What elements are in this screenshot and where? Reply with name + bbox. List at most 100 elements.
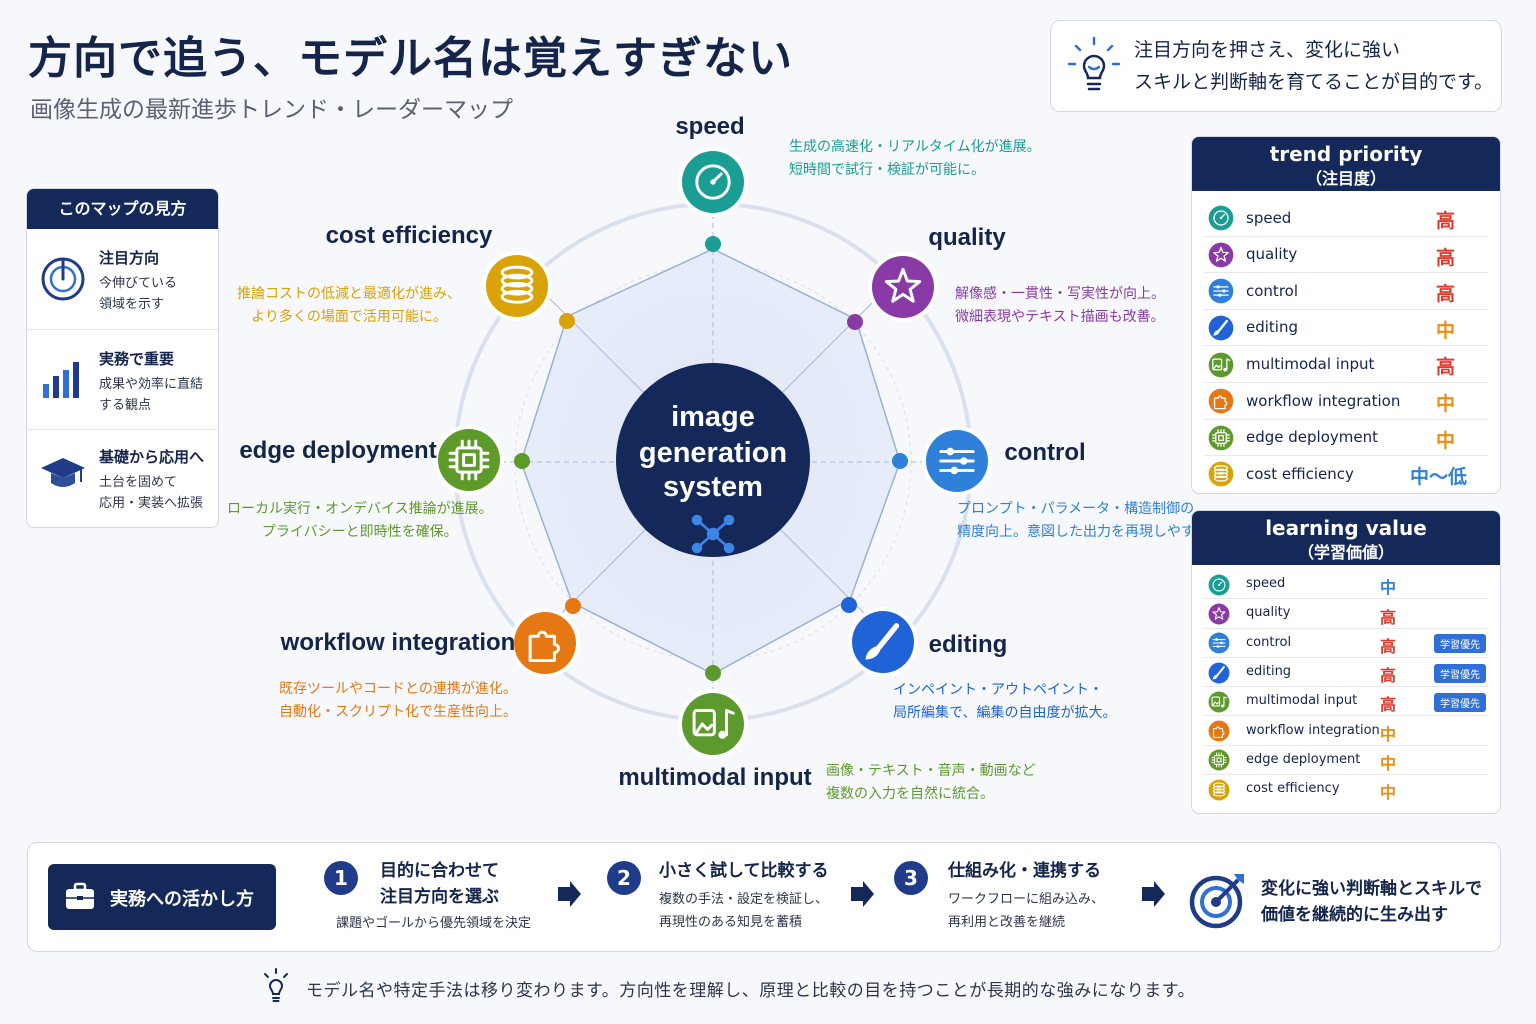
- final-statement: 変化に強い判断軸とスキルで 価値を継続的に生み出す: [1261, 876, 1482, 928]
- priority-name: control: [1246, 281, 1298, 300]
- priority-name: workflow integration: [1246, 722, 1380, 738]
- coins-icon: [482, 251, 552, 321]
- axis-label-quality: quality: [928, 224, 1006, 251]
- puzzle-icon: [1208, 388, 1234, 414]
- priority-value: 中〜低: [1410, 466, 1468, 489]
- arrow-right-icon: [558, 881, 581, 907]
- priority-name: cost efficiency: [1246, 464, 1354, 483]
- puzzle-icon: [510, 608, 580, 678]
- sliders-icon: [1208, 279, 1234, 304]
- radar-point-speed: [705, 236, 721, 252]
- legend-item-desc: する観点: [99, 398, 152, 413]
- trend-priority-subtitle: （注目度）: [1305, 169, 1386, 188]
- legend-item-title: 注目方向: [99, 249, 160, 267]
- legend-item-desc: 土台を固めて: [99, 475, 178, 490]
- axis-desc-line: 局所編集で、編集の自由度が拡大。: [893, 705, 1117, 721]
- star-icon: [1208, 242, 1234, 268]
- legend-item-desc: 領域を示す: [99, 297, 165, 312]
- axis-desc-line: 複数の入力を自然に統合。: [826, 786, 994, 802]
- axis-desc-line: 解像感・一貫性・写実性が向上。: [955, 286, 1165, 302]
- compass-icon: [41, 257, 85, 301]
- radar-point-workflow: [565, 598, 581, 614]
- chip-icon: [434, 425, 504, 495]
- axis-desc-line: 微細表現やテキスト描画も改善。: [955, 309, 1165, 325]
- graduation-cap-icon: [41, 458, 85, 487]
- axis-label-speed: speed: [675, 113, 744, 140]
- legend-item-desc: 応用・実装へ拡張: [99, 496, 204, 511]
- final-line-2: 価値を継続的に生み出す: [1261, 905, 1448, 925]
- tip-text: 注目方向を押さえ、変化に強い スキルと判断軸を育てることが目的です。: [1134, 34, 1493, 98]
- star-icon: [1208, 603, 1230, 625]
- page-title: 方向で追う、モデル名は覚えすぎない: [28, 33, 793, 84]
- sliders-icon: [1208, 632, 1230, 654]
- axis-desc-line: 精度向上。意図した出力を再現しやすく。: [957, 524, 1223, 540]
- axis-desc-editing: インペイント・アウトペイント・局所編集で、編集の自由度が拡大。: [893, 679, 1116, 725]
- radar-point-multimodal: [705, 665, 721, 681]
- legend-item-desc: 今伸びている: [99, 276, 178, 291]
- legend-item-practical: 実務で重要 成果や効率に直結 する観点: [27, 329, 218, 429]
- step-desc: ワークフローに組み込み、: [948, 892, 1105, 907]
- priority-name: quality: [1246, 245, 1298, 264]
- axis-desc-quality: 解像感・一貫性・写実性が向上。微細表現やテキスト描画も改善。: [955, 283, 1165, 329]
- priority-row: cost efficiency 中〜低: [1204, 456, 1488, 493]
- center-hub: [616, 363, 810, 557]
- priority-name: edge deployment: [1246, 428, 1378, 447]
- image-music-icon: [1208, 691, 1230, 713]
- practice-button-label: 実務への活かし方: [110, 889, 254, 910]
- center-line-3: system: [663, 471, 763, 503]
- priority-value: 中: [1380, 578, 1397, 598]
- page-subtitle: 画像生成の最新進歩トレンド・レーダーマップ: [30, 97, 513, 123]
- practice-button[interactable]: 実務への活かし方: [48, 864, 276, 930]
- step-number: 3: [894, 861, 928, 895]
- axis-label-cost: cost efficiency: [326, 222, 493, 249]
- radar-point-control: [892, 453, 908, 469]
- step-number: 2: [607, 861, 641, 895]
- axis-desc-edge: ローカル実行・オンデバイス推論が進展。プライバシーと即時性を確保。: [227, 498, 493, 544]
- priority-name: quality: [1246, 605, 1291, 621]
- coins-icon: [1208, 779, 1230, 801]
- speedometer-icon: [1208, 574, 1230, 596]
- priority-row: quality 高: [1204, 237, 1488, 274]
- star-icon: [868, 252, 938, 322]
- axis-desc-line: ローカル実行・オンデバイス推論が進展。: [227, 501, 493, 517]
- axis-desc-multimodal: 画像・テキスト・音声・動画など複数の入力を自然に統合。: [826, 760, 1036, 806]
- axis-label-edge: edge deployment: [239, 437, 436, 464]
- learning-value-subtitle: （学習価値）: [1297, 543, 1394, 562]
- learning-priority-badge: 学習優先: [1434, 692, 1486, 712]
- speedometer-icon: [1208, 205, 1234, 231]
- priority-name: workflow integration: [1246, 391, 1401, 410]
- priority-name: multimodal input: [1246, 354, 1375, 373]
- radar-point-editing: [841, 597, 857, 613]
- axis-label-editing: editing: [929, 631, 1008, 658]
- axis-desc-control: プロンプト・パラメータ・構造制御の精度向上。意図した出力を再現しやすく。: [957, 498, 1223, 544]
- tip-box: [1050, 20, 1502, 112]
- axis-label-workflow: workflow integration: [280, 629, 516, 656]
- radar-point-edge: [514, 453, 530, 469]
- legend-panel: このマップの見方 注目方向 今伸びている 領域を示す 実務で重要 成果や効率に直…: [26, 188, 219, 528]
- image-music-icon: [1208, 352, 1234, 378]
- priority-name: edge deployment: [1246, 751, 1361, 767]
- target-icon: [1189, 874, 1244, 929]
- trend-priority-heading: trend priority （注目度）: [1192, 137, 1500, 191]
- step-title: 仕組み化・連携する: [948, 861, 1101, 881]
- legend-item-focus: 注目方向 今伸びている 領域を示す: [27, 229, 218, 329]
- priority-value: 高: [1436, 246, 1456, 269]
- arrow-right-icon: [851, 881, 874, 907]
- priority-name: editing: [1246, 318, 1298, 337]
- tip-line-2: スキルと判断軸を育てることが目的です。: [1134, 71, 1494, 93]
- priority-value: 中: [1436, 319, 1456, 342]
- priority-value: 高: [1380, 695, 1397, 715]
- sliders-icon: [922, 426, 992, 496]
- step-desc: 課題やゴールから優先領域を決定: [336, 916, 532, 931]
- coins-icon: [1208, 462, 1234, 487]
- center-line-1: image: [671, 401, 755, 433]
- learning-value-heading: learning value （学習価値）: [1192, 511, 1500, 565]
- priority-name: speed: [1246, 208, 1292, 227]
